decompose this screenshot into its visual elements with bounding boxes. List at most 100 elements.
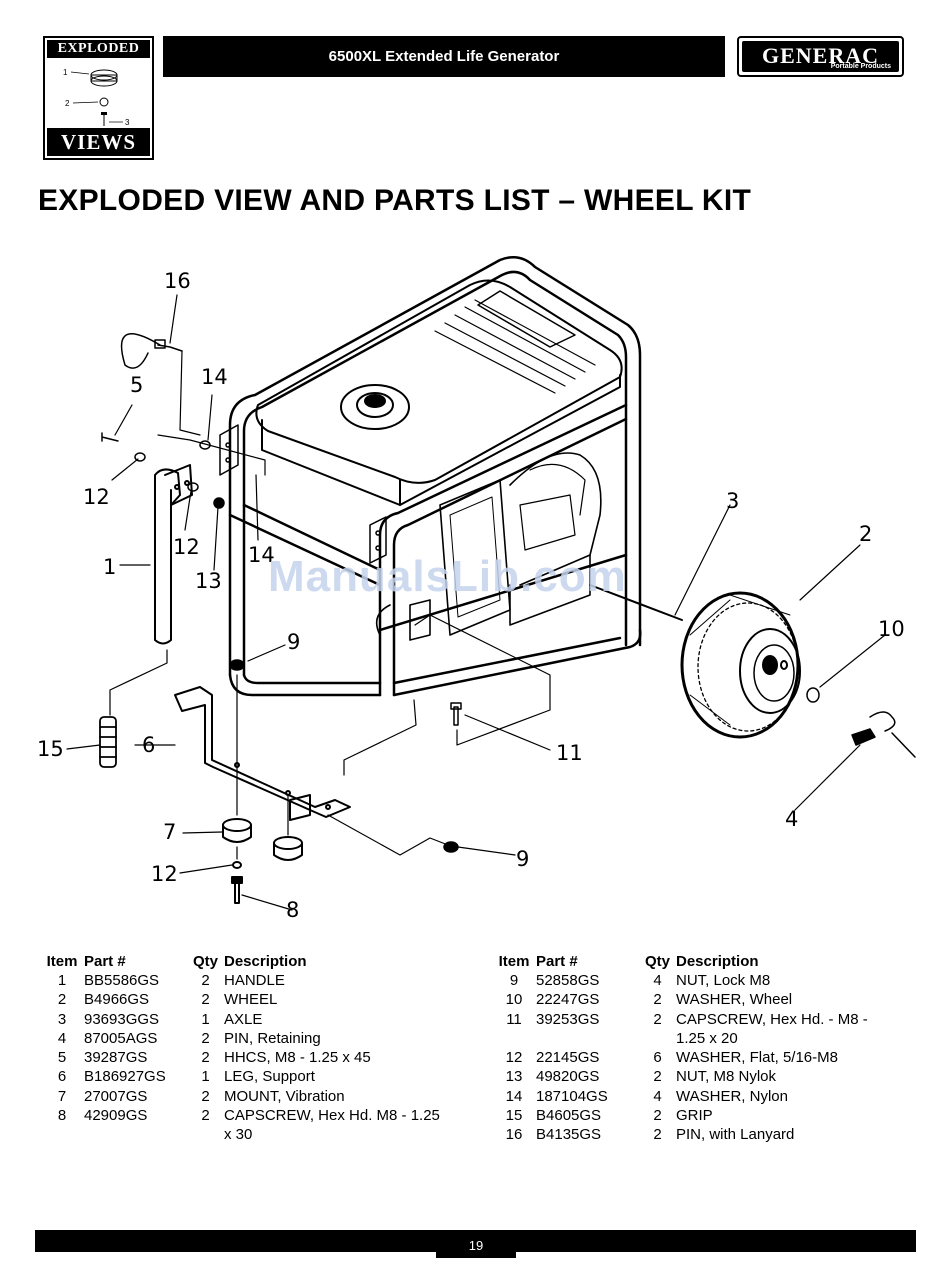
table-row: 11 39253GS 2 CAPSCREW, Hex Hd. - M8 - xyxy=(492,1010,916,1029)
header-item: Item xyxy=(46,953,78,970)
quantity: 2 xyxy=(201,1049,210,1067)
item-number: 9 xyxy=(509,972,519,989)
support-leg-part xyxy=(174,686,351,821)
quantity: 2 xyxy=(653,1126,662,1144)
handle-part xyxy=(154,464,193,645)
item-number: 4 xyxy=(57,1029,67,1047)
description: 1.25 x 20 xyxy=(676,1029,738,1047)
callout-8: 8 xyxy=(286,898,300,922)
table-row: 7 27007GS 2 MOUNT, Vibration xyxy=(40,1087,464,1106)
description: WASHER, Flat, 5/16-M8 xyxy=(676,1049,838,1067)
description: x 30 xyxy=(224,1126,253,1144)
quantity: 2 xyxy=(201,991,210,1009)
description: LEG, Support xyxy=(224,1068,315,1086)
description: NUT, M8 Nylok xyxy=(676,1068,777,1086)
callout-12-left: 12 xyxy=(83,485,110,509)
header-description: Description xyxy=(224,953,307,970)
part-number: 42909GS xyxy=(84,1107,148,1125)
quantity: 6 xyxy=(653,1049,662,1067)
quantity: 2 xyxy=(201,1087,210,1105)
callout-13: 13 xyxy=(195,569,222,593)
description: PIN, with Lanyard xyxy=(676,1126,795,1144)
item-number: 6 xyxy=(57,1068,67,1086)
header-description: Description xyxy=(676,953,759,970)
mini-callout-3: 3 xyxy=(125,118,130,127)
part-number: 27007GS xyxy=(84,1087,148,1105)
badge-bottom-label: VIEWS xyxy=(47,128,150,156)
description: HHCS, M8 - 1.25 x 45 xyxy=(224,1049,371,1067)
callout-12-bottom: 12 xyxy=(151,862,178,886)
part-number: B4605GS xyxy=(536,1107,602,1125)
item-number: 2 xyxy=(57,991,67,1009)
frame-brackets xyxy=(219,424,387,564)
callout-1: 1 xyxy=(103,555,117,579)
quantity: 2 xyxy=(201,972,210,989)
table-row: 2 B4966GS 2 WHEEL xyxy=(40,990,464,1009)
table-header-row: Item Part # Qty Description xyxy=(492,952,916,971)
washer-and-retaining-pin xyxy=(806,687,916,758)
part-number: 49820GS xyxy=(536,1068,600,1086)
wheel-part xyxy=(680,591,801,739)
table-row-continuation: 1.25 x 20 xyxy=(492,1029,916,1048)
description: CAPSCREW, Hex Hd. - M8 - xyxy=(676,1010,868,1028)
callout-6: 6 xyxy=(142,733,156,757)
callout-9-top: 9 xyxy=(287,630,301,654)
description: AXLE xyxy=(224,1010,263,1028)
item-number: 3 xyxy=(57,1010,67,1028)
badge-top-label: EXPLODED xyxy=(47,40,150,58)
quantity: 4 xyxy=(653,1087,662,1105)
mini-callout-2: 2 xyxy=(65,99,70,108)
logo-tagline: Portable Products xyxy=(830,63,891,70)
item-number xyxy=(40,1125,84,1144)
quantity xyxy=(639,1029,676,1048)
table-row: 14 187104GS 4 WASHER, Nylon xyxy=(492,1087,916,1106)
description: CAPSCREW, Hex Hd. M8 - 1.25 xyxy=(224,1107,440,1125)
item-number: 8 xyxy=(57,1107,67,1125)
frame-tube xyxy=(228,255,642,697)
grip-part xyxy=(99,716,117,768)
description: WASHER, Nylon xyxy=(676,1087,788,1105)
callout-5: 5 xyxy=(130,373,144,397)
item-number: 14 xyxy=(505,1087,523,1105)
mini-exploded-icon: 1 2 3 xyxy=(63,68,130,127)
part-number: 87005AGS xyxy=(84,1029,158,1047)
item-number: 5 xyxy=(57,1049,67,1067)
item-number: 11 xyxy=(506,1010,522,1028)
quantity: 2 xyxy=(653,1010,662,1028)
part-number: B4966GS xyxy=(84,991,150,1009)
item-number: 7 xyxy=(57,1087,67,1105)
part-number: 187104GS xyxy=(536,1087,608,1105)
description: WHEEL xyxy=(224,991,278,1009)
table-header-row: Item Part # Qty Description xyxy=(40,952,464,971)
item-number: 15 xyxy=(505,1107,523,1125)
item-number: 10 xyxy=(505,991,523,1009)
callout-7: 7 xyxy=(163,820,177,844)
part-number: 93693GGS xyxy=(84,1010,160,1028)
table-row: 8 42909GS 2 CAPSCREW, Hex Hd. M8 - 1.25 xyxy=(40,1106,464,1125)
vibration-mounts xyxy=(222,818,303,904)
description: MOUNT, Vibration xyxy=(224,1087,345,1105)
part-number: BB5586GS xyxy=(84,972,160,989)
quantity xyxy=(187,1125,224,1144)
callout-15: 15 xyxy=(37,737,64,761)
quantity: 4 xyxy=(653,972,662,989)
quantity: 2 xyxy=(653,1068,662,1086)
quantity: 2 xyxy=(201,1107,210,1125)
part-number: 52858GS xyxy=(536,972,600,989)
part-number: B186927GS xyxy=(84,1068,166,1086)
document-title-bar: 6500XL Extended Life Generator xyxy=(163,36,725,77)
table-row-continuation: x 30 xyxy=(40,1125,464,1144)
small-hardware xyxy=(101,432,225,509)
part-number: 22145GS xyxy=(536,1049,600,1067)
header-qty: Qty xyxy=(192,953,218,970)
part-number: 39253GS xyxy=(536,1010,600,1028)
